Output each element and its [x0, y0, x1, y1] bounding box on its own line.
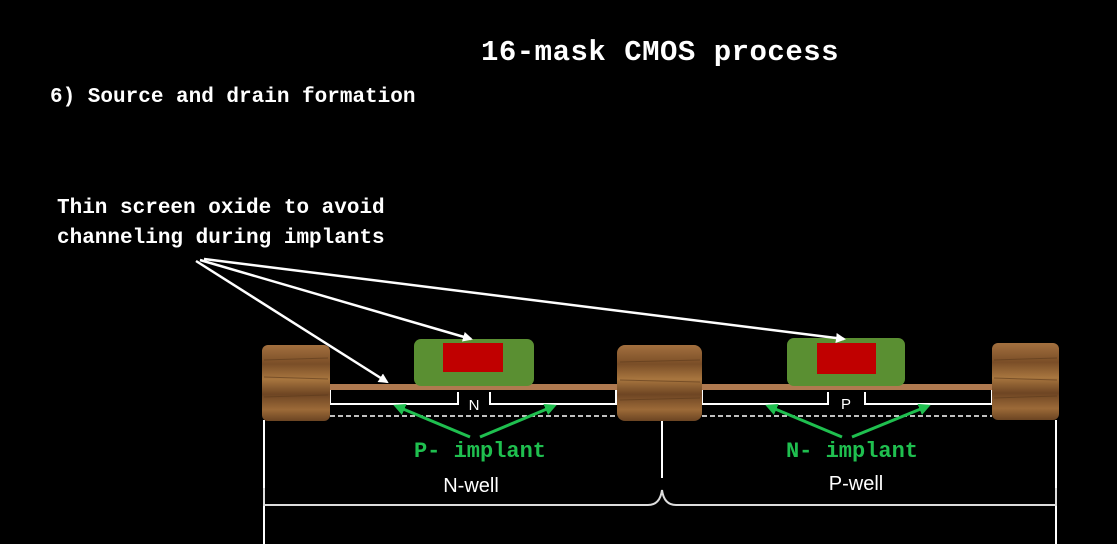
field-oxide	[262, 343, 1059, 421]
p-region-label: P	[841, 396, 851, 413]
gate-poly-right	[817, 343, 876, 374]
implant-arrows	[393, 403, 931, 439]
n-well-label: N-well	[443, 475, 499, 497]
callout-line-1: Thin screen oxide to avoid	[57, 197, 385, 220]
well-bracket	[263, 488, 1057, 506]
screen-oxide-arrows	[195, 257, 846, 384]
well-outline	[263, 420, 1057, 544]
callout-line-2: channeling during implants	[57, 227, 385, 250]
n-minus-implant-label: N- implant	[786, 439, 918, 464]
n-region-label: N	[469, 397, 480, 414]
step-heading: 6) Source and drain formation	[50, 86, 416, 109]
field-oxide-grain	[263, 357, 1058, 401]
p-minus-implant-label: P- implant	[414, 439, 546, 464]
page-title: 16-mask CMOS process	[480, 36, 840, 69]
screen-oxide-left	[328, 384, 618, 390]
screen-oxide-callout: Thin screen oxide to avoid channeling du…	[57, 194, 385, 254]
screen-oxide-right	[700, 384, 994, 390]
gate-poly-left	[443, 343, 503, 372]
p-well-label: P-well	[829, 473, 883, 495]
